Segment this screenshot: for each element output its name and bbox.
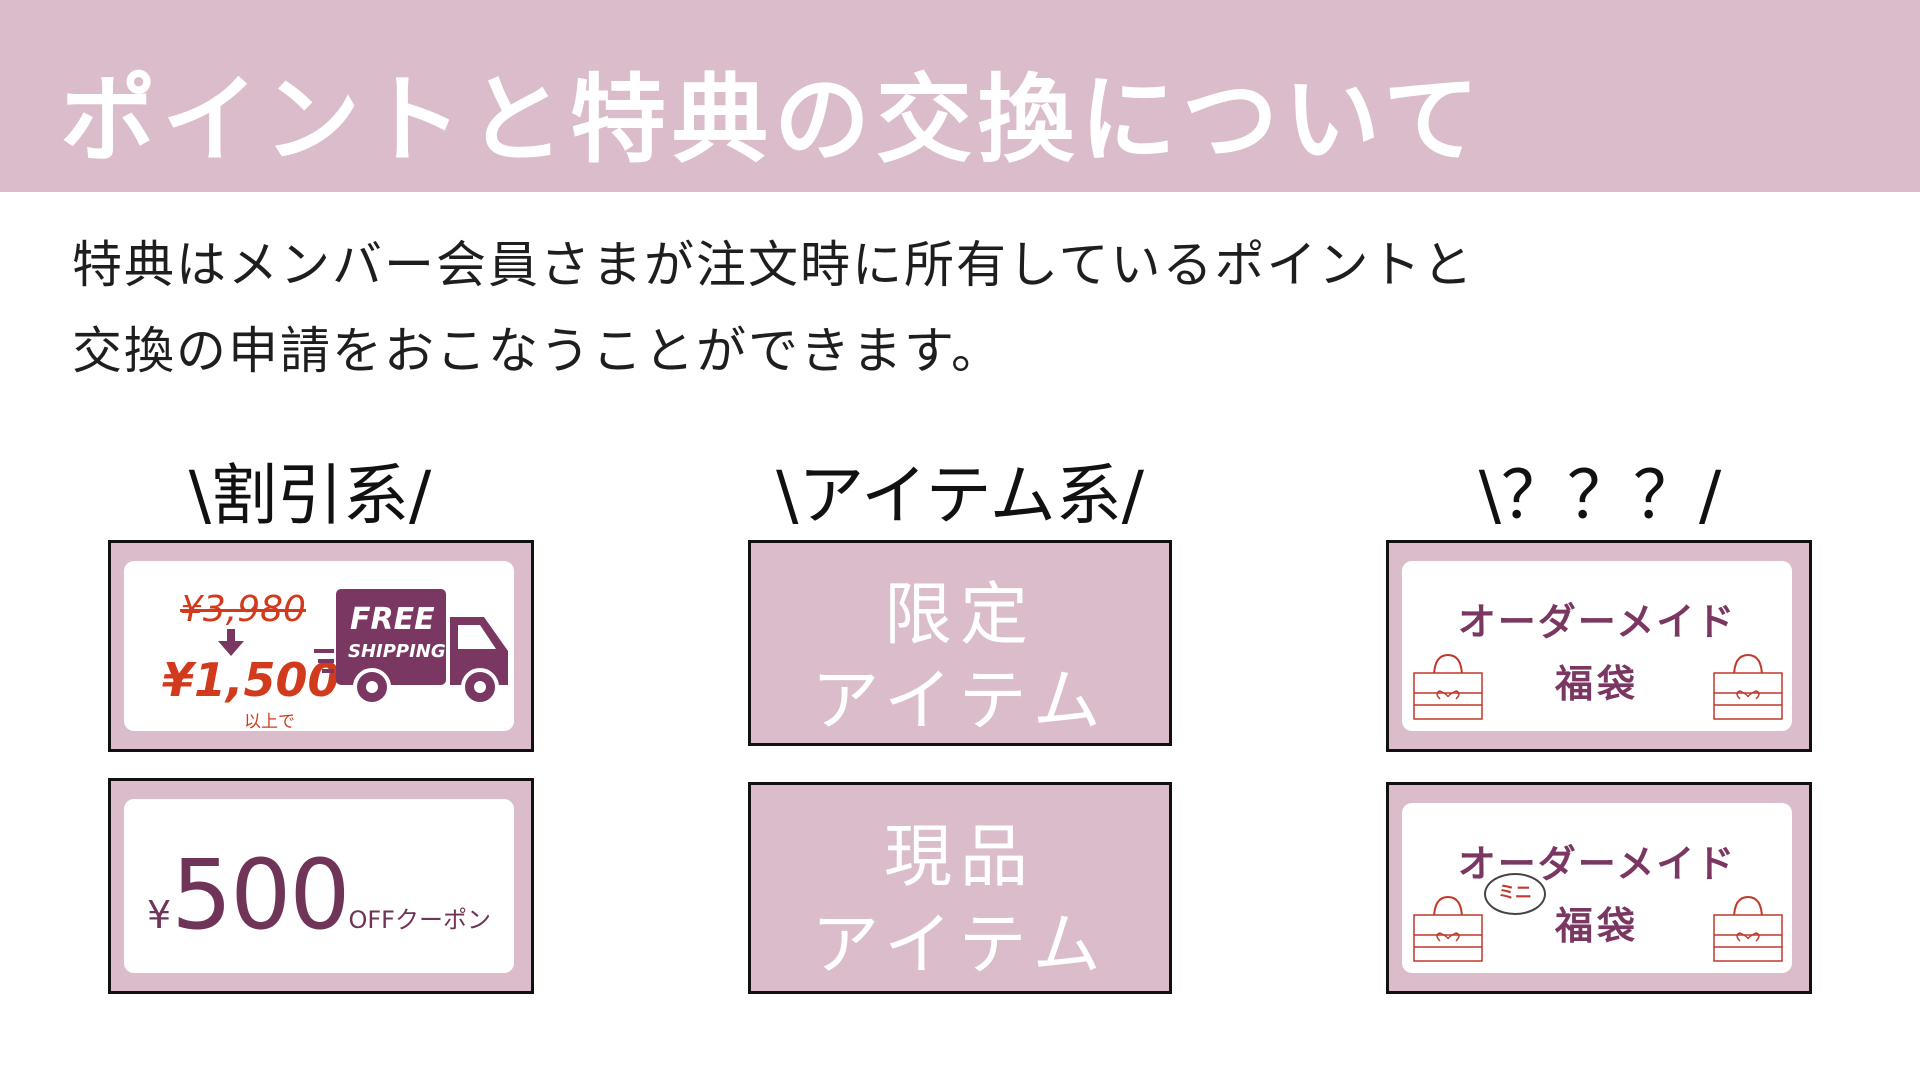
instock-item-line-1: 現品 — [883, 818, 1036, 897]
limited-item-line-1: 限定 — [883, 576, 1036, 655]
coupon-panel: ¥500OFFクーポン — [124, 799, 514, 973]
lucky-bag-subtitle: 福袋 — [1554, 662, 1639, 706]
free-shipping-card[interactable]: ¥3,980 ¥1,500 以上で FREE SHIPPING — [108, 540, 534, 752]
lucky-bag-panel: オーダーメイド 福袋 — [1402, 561, 1792, 731]
shopping-bag-icon — [1713, 653, 1783, 720]
page-title: ポイントと特典の交換について — [60, 64, 1486, 176]
mini-lucky-bag-card[interactable]: オーダーメイド 福袋 ミニ — [1386, 782, 1812, 994]
mini-lucky-bag-panel: オーダーメイド 福袋 ミニ — [1402, 803, 1792, 973]
heading-items: \アイテム系/ — [776, 457, 1144, 534]
mini-badge: ミニ — [1484, 873, 1546, 915]
shopping-bag-icon — [1413, 895, 1483, 962]
heading-discount: \割引系/ — [188, 457, 432, 534]
new-price-threshold: ¥1,500 — [162, 653, 340, 707]
delivery-truck-icon: FREE SHIPPING — [314, 589, 508, 706]
free-shipping-panel: ¥3,980 ¥1,500 以上で FREE SHIPPING — [124, 561, 514, 731]
coupon-card[interactable]: ¥500OFFクーポン — [108, 778, 534, 994]
truck-label-line-1: FREE — [350, 602, 435, 637]
custom-lucky-bag-card[interactable]: オーダーメイド 福袋 — [1386, 540, 1812, 752]
coupon-value: ¥500OFFクーポン — [124, 839, 514, 951]
coupon-label: OFFクーポン — [348, 906, 491, 934]
truck-label-line-2: SHIPPING — [348, 641, 446, 662]
title-banner: ポイントと特典の交換について — [0, 0, 1920, 192]
shopping-bag-icon — [1413, 653, 1483, 720]
limited-item-line-2: アイテム — [811, 662, 1109, 741]
lucky-bag-title: オーダーメイド — [1457, 600, 1737, 644]
shopping-bag-icon — [1713, 895, 1783, 962]
mini-lucky-bag-subtitle: 福袋 — [1554, 904, 1639, 948]
limited-item-card[interactable]: 限定 アイテム — [748, 540, 1172, 746]
intro-line-2: 交換の申請をおこなうことができます。 — [72, 322, 1003, 380]
intro-text: 特典はメンバー会員さまが注文時に所有しているポイントと 交換の申請をおこなうこと… — [72, 222, 1872, 394]
instock-item-card[interactable]: 現品 アイテム — [748, 782, 1172, 994]
old-price-threshold: ¥3,980 — [180, 589, 306, 630]
instock-item-line-2: アイテム — [811, 906, 1109, 985]
arrow-down-icon — [218, 629, 244, 656]
heading-mystery: \？？？/ — [1478, 457, 1722, 534]
mini-lucky-bag-title: オーダーメイド — [1457, 842, 1737, 886]
coupon-yen: ¥ — [147, 893, 172, 937]
coupon-amount: 500 — [171, 839, 350, 951]
intro-line-1: 特典はメンバー会員さまが注文時に所有しているポイントと — [72, 236, 1475, 294]
price-note: 以上で — [244, 712, 295, 731]
